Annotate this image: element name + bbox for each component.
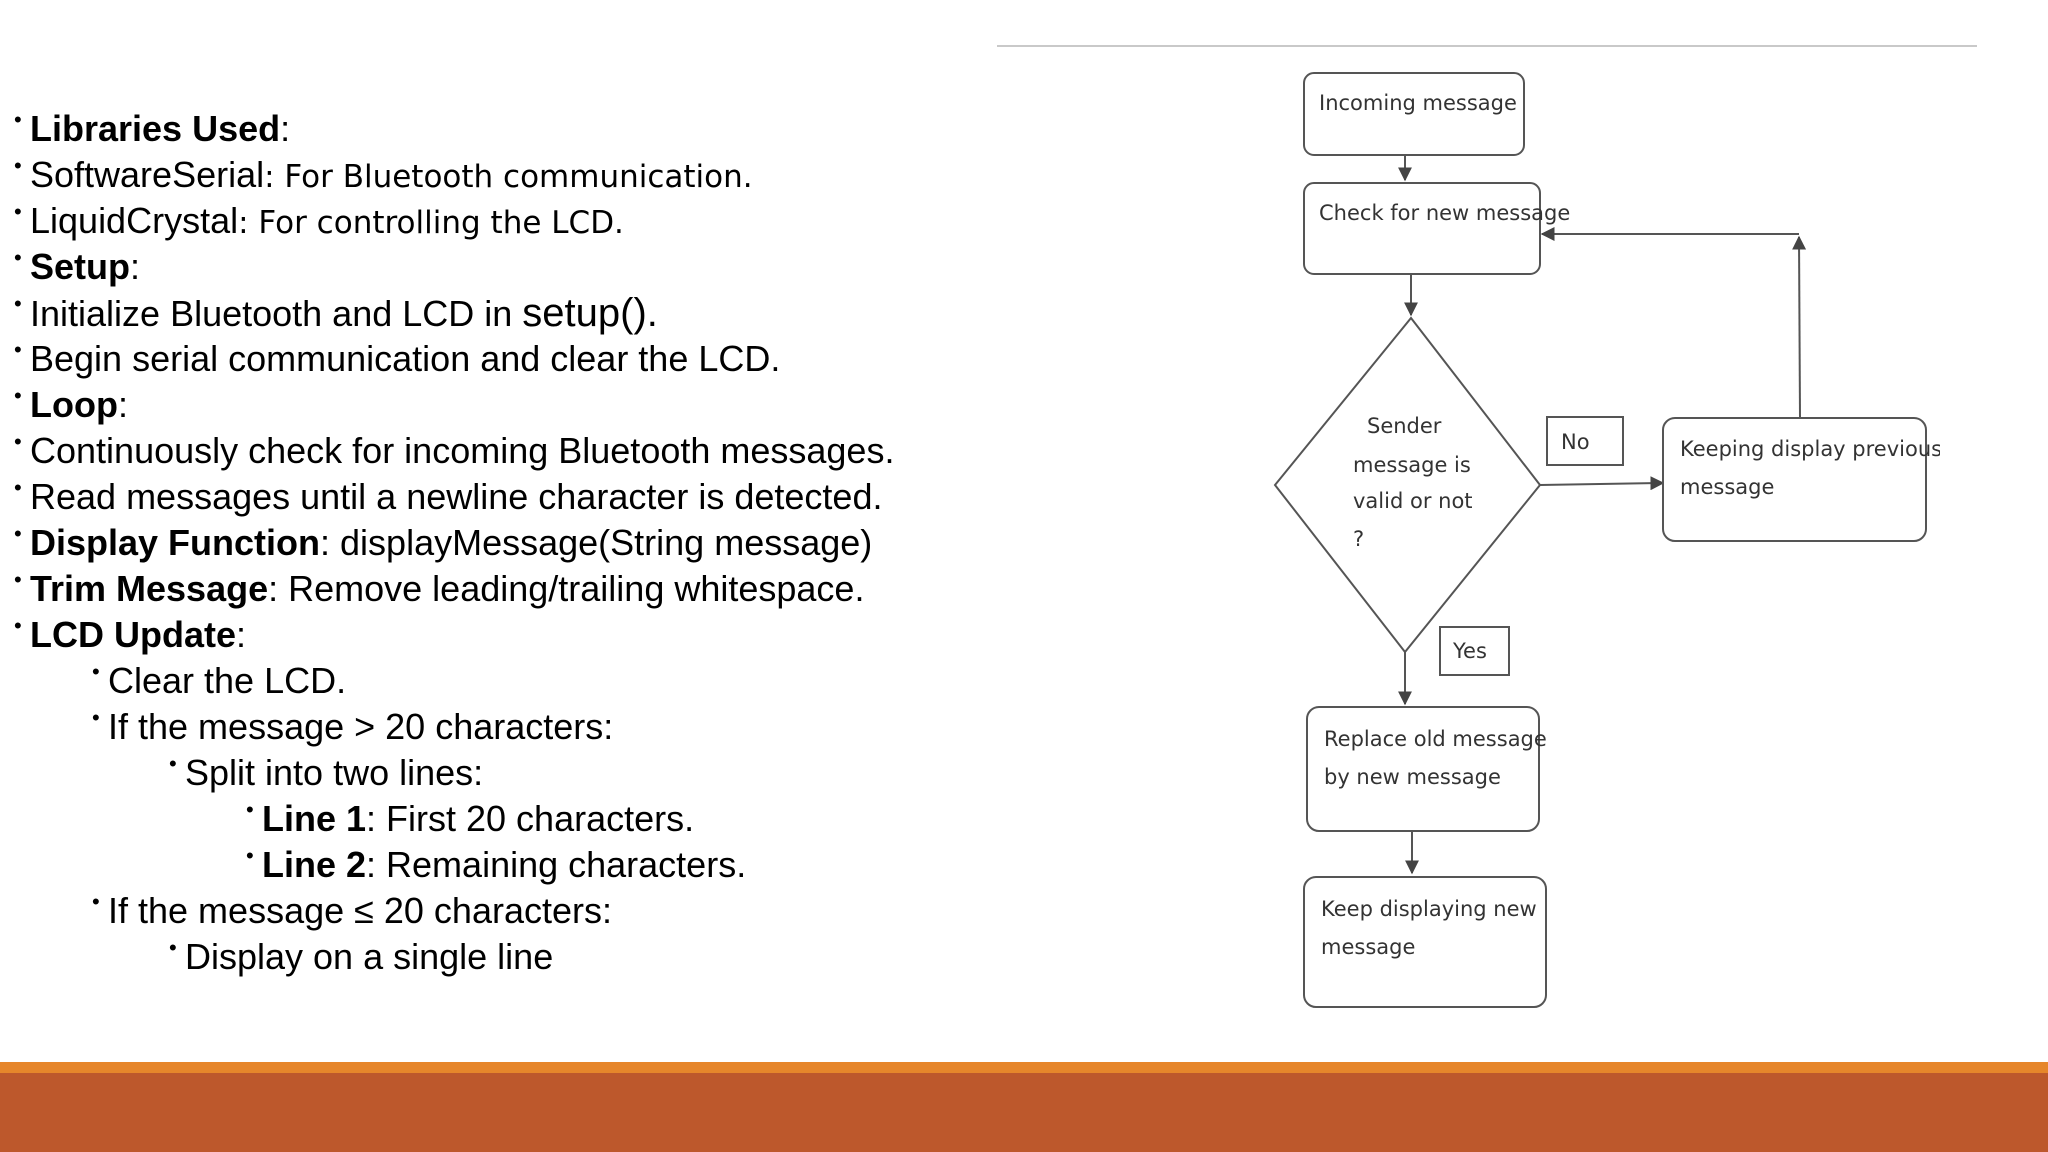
bullet-dot: • (92, 659, 100, 684)
bullet-dot: • (14, 337, 22, 362)
bullet-text: : displayMessage(String message) (320, 522, 873, 563)
bullet-item: • Initialize Bluetooth and LCD in setup()… (14, 290, 1004, 336)
decision-line-2: message is (1353, 453, 1471, 477)
node-decision-sender-valid: Sender message is valid or not ? (1273, 316, 1542, 654)
bullet-item: • Display on a single line (169, 934, 1004, 980)
footer-bar (0, 1073, 2048, 1152)
bullet-text: Display on a single line (185, 936, 554, 977)
node-replace-message: Replace old message by new message (1306, 706, 1547, 832)
bullet-text: SoftwareSerial (30, 154, 265, 195)
bullet-text: : Remove leading/trailing whitespace. (268, 568, 865, 609)
bullet-item: • Line 2: Remaining characters. (246, 842, 1004, 888)
bullet-text: If the message > 20 characters: (108, 706, 614, 747)
bullet-text: Read messages until a newline character … (30, 476, 883, 517)
bullet-dot: • (14, 153, 22, 178)
bullet-heading: Loop (30, 384, 118, 425)
bullet-item: • Trim Message: Remove leading/trailing w… (14, 566, 1004, 612)
node-incoming-message-text: Incoming message (1319, 91, 1517, 115)
bullet-text: Clear the LCD. (108, 660, 347, 701)
bullet-text: : (130, 246, 141, 287)
bullet-dot: • (14, 199, 22, 224)
bullet-text: : (117, 384, 128, 425)
bullet-item: • Line 1: First 20 characters. (246, 796, 1004, 842)
bullet-item: • LCD Update: (14, 612, 1004, 658)
bullet-text: If the message ≤ 20 characters: (108, 890, 612, 931)
bullet-dot: • (14, 107, 22, 132)
bullet-dot: • (246, 797, 254, 822)
bullet-text: Initialize Bluetooth and LCD in (30, 293, 523, 334)
label-yes: Yes (1439, 626, 1510, 676)
bullet-item: • LiquidCrystal: For controlling the LCD. (14, 198, 1004, 244)
bullet-item: • If the message > 20 characters: (92, 704, 1004, 750)
bullet-dot: • (14, 245, 22, 270)
bullet-text: : For controlling the LCD. (238, 205, 624, 241)
bullet-dot: • (14, 429, 22, 454)
bullet-dot: • (14, 521, 22, 546)
keep-new-line-2: message (1321, 935, 1415, 959)
bullet-item: • Split into two lines: (169, 750, 1004, 796)
label-no-text: No (1561, 430, 1590, 454)
node-incoming-message: Incoming message (1303, 72, 1525, 156)
bullet-text: : For Bluetooth communication. (264, 159, 753, 195)
top-rule (997, 45, 1977, 47)
connector-keep-previous-up (1792, 235, 1807, 419)
bullet-dot: • (92, 889, 100, 914)
bullet-item: • If the message ≤ 20 characters: (92, 888, 1004, 934)
replace-line-2: by new message (1324, 765, 1501, 789)
keep-previous-line-2: message (1680, 475, 1774, 499)
bullet-item: • Read messages until a newline character… (14, 474, 1004, 520)
bullet-heading: Line 2 (262, 844, 367, 885)
bullet-heading: Trim Message (30, 568, 269, 609)
bullet-text: Continuously check for incoming Bluetoot… (30, 430, 895, 471)
bullet-text: : (280, 108, 291, 149)
bullet-item: • Clear the LCD. (92, 658, 1004, 704)
node-check-new-message-text: Check for new message (1319, 201, 1570, 225)
bullet-text: LiquidCrystal (30, 200, 239, 241)
bullet-item: • Setup: (14, 244, 1004, 290)
bullet-item: • Begin serial communication and clear th… (14, 336, 1004, 382)
bullet-dot: • (14, 291, 22, 316)
bullet-item: • SoftwareSerial: For Bluetooth communica… (14, 152, 1004, 198)
label-no: No (1546, 416, 1624, 466)
bullet-dot: • (169, 751, 177, 776)
bullet-text: Begin serial communication and clear the… (30, 338, 781, 379)
bullet-text: Split into two lines: (185, 752, 484, 793)
bullet-dot: • (14, 475, 22, 500)
arrow-decision-to-keep-previous (1539, 476, 1665, 491)
keep-new-line-1: Keep displaying new (1321, 897, 1537, 921)
bullet-item: • Display Function: displayMessage(String… (14, 520, 1004, 566)
bullet-heading: Setup (30, 246, 131, 287)
node-check-new-message: Check for new message (1303, 182, 1570, 275)
bullet-heading: LCD Update (30, 614, 236, 655)
node-keep-previous-message: Keeping display previous message (1662, 417, 1940, 542)
bullet-dot: • (14, 613, 22, 638)
decision-line-4: ? (1353, 527, 1364, 551)
bullet-text: : (236, 614, 247, 655)
bullet-text: : Remaining characters. (366, 844, 747, 885)
decision-line-3: valid or not (1353, 489, 1473, 513)
bullet-text: : First 20 characters. (366, 798, 695, 839)
bullet-item: • Loop: (14, 382, 1004, 428)
bullet-dot: • (14, 383, 22, 408)
keep-previous-line-1: Keeping display previous (1680, 437, 1940, 461)
node-keep-new-message: Keep displaying new message (1303, 876, 1547, 1008)
bullet-dot: • (246, 843, 254, 868)
bullet-item: • Continuously check for incoming Bluetoo… (14, 428, 1004, 474)
bullet-item: • Libraries Used: (14, 106, 1004, 152)
bullet-dot: • (14, 567, 22, 592)
label-yes-text: Yes (1452, 639, 1487, 663)
bullet-dot: • (169, 935, 177, 960)
bullet-list: • Libraries Used: • SoftwareSerial: For Blu… (14, 106, 1004, 980)
bullet-text: setup(). (522, 291, 658, 335)
bullet-dot: • (92, 705, 100, 730)
flowchart: Incoming message Check for new message S… (1273, 72, 1940, 1008)
replace-line-1: Replace old message (1324, 727, 1547, 751)
decision-line-1: Sender (1367, 414, 1442, 438)
bullet-heading: Display Function (30, 522, 321, 563)
bullet-heading: Libraries Used (30, 108, 281, 149)
footer-accent-bar (0, 1062, 2048, 1073)
bullet-heading: Line 1 (262, 798, 367, 839)
